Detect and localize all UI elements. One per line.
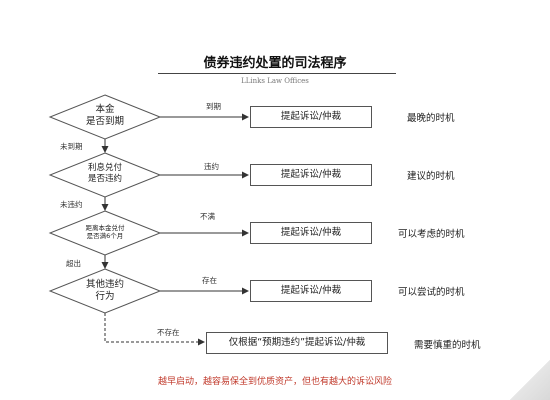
timing-label-1: 最晚的时机	[407, 113, 455, 124]
edge-label-yes-1: 到期	[206, 102, 221, 111]
action-box-4: 提起诉讼/仲裁	[250, 280, 372, 302]
decision-text-4: 其他违约 行为	[60, 279, 150, 303]
decision-text-1: 本金 是否到期	[60, 104, 150, 128]
decision-3-line-1: 距离本金兑付	[85, 224, 125, 232]
timing-label-4: 可以尝试的时机	[398, 287, 465, 298]
decision-text-3: 距离本金兑付 是否满6个月	[60, 224, 150, 240]
timing-label-2: 建议的时机	[407, 171, 455, 182]
diagram-title: 债券违约处置的司法程序	[203, 56, 347, 71]
action-box-1: 提起诉讼/仲裁	[250, 106, 372, 128]
timing-label-5: 需要慎重的时机	[414, 340, 481, 351]
diagram-subtitle: LLinks Law Offices	[241, 77, 309, 85]
decision-text-2: 利息兑付 是否违约	[60, 163, 150, 184]
title-underline	[158, 73, 396, 74]
footer-note: 越早启动，越容易保全到优质资产，但也有越大的诉讼风险	[157, 377, 392, 387]
decision-1-line-2: 是否到期	[85, 115, 124, 127]
timing-label-3: 可以考虑的时机	[398, 229, 465, 240]
edge-label-yes-2: 违约	[204, 162, 219, 171]
decision-2-line-1: 利息兑付	[87, 163, 122, 173]
arrow-no-4-dashed	[104, 313, 205, 346]
edge-label-no-4: 不存在	[157, 328, 180, 337]
edge-label-no-1: 未到期	[60, 142, 83, 151]
edge-label-no-3: 超出	[66, 259, 81, 268]
edge-label-yes-4: 存在	[202, 276, 217, 285]
decision-1-line-1: 本金	[95, 104, 115, 115]
decision-4-line-1: 其他违约	[85, 279, 124, 290]
edge-label-yes-3: 不满	[200, 212, 215, 221]
page-curl-decoration	[510, 360, 550, 400]
decision-2-line-2: 是否违约	[87, 173, 122, 184]
decision-3-line-2: 是否满6个月	[86, 232, 124, 241]
action-box-2: 提起诉讼/仲裁	[250, 164, 372, 186]
action-box-3: 提起诉讼/仲裁	[250, 222, 372, 244]
decision-4-line-2: 行为	[95, 290, 115, 302]
action-box-5: 仅根据“预期违约”提起诉讼/仲裁	[206, 332, 388, 354]
edge-label-no-2: 未违约	[60, 200, 83, 209]
